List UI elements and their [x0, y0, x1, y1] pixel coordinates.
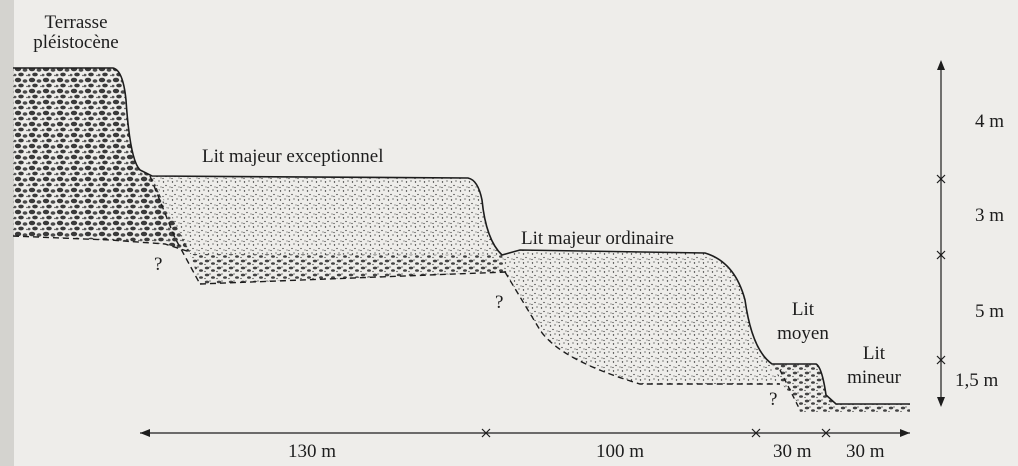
uncertain-marker-3: ? [769, 389, 778, 410]
uncertain-marker-2: ? [495, 292, 504, 313]
surface-profile-line [13, 67, 910, 405]
minor-bed-deposit [798, 395, 910, 412]
label-minor-bed: Lit mineur [838, 344, 910, 388]
ordinary-bed-deposit [502, 250, 780, 384]
vscale-5m: 5 m [975, 301, 1005, 322]
gravel-base-dashed [199, 271, 507, 285]
label-middle-bed-line1: Lit [791, 299, 815, 320]
label-minor-bed-line2: mineur [847, 366, 901, 388]
margin-shadow [0, 0, 14, 466]
hscale-100m: 100 m [596, 441, 645, 462]
label-terrace: Terrasse pléistocène [33, 12, 119, 53]
hscale-130m: 130 m [288, 441, 337, 462]
exceptional-base-dashed [149, 175, 201, 285]
uncertain-marker-1: ? [154, 254, 163, 275]
terrace-wedge [138, 168, 178, 244]
middle-base-dashed [779, 369, 801, 411]
label-ordinary-bed: Lit majeur ordinaire [521, 228, 674, 249]
hscale-30m-b: 30 m [846, 441, 885, 462]
vscale-1-5m: 1,5 m [955, 370, 999, 391]
vscale-4m: 4 m [975, 111, 1005, 132]
gravel-layer [190, 254, 506, 284]
ordinary-base-dashed [504, 271, 780, 385]
exceptional-bed-deposit [152, 176, 502, 255]
middle-bed-deposit [772, 364, 826, 405]
horizontal-scale [140, 428, 910, 438]
terrace-base-dashed [12, 235, 191, 253]
hscale-30m-a: 30 m [773, 441, 812, 462]
vertical-scale [936, 60, 946, 407]
label-middle-bed-line2: moyen [777, 322, 829, 344]
terrace-deposit [13, 68, 190, 252]
label-minor-bed-line1: Lit [862, 343, 886, 364]
label-middle-bed: Lit moyen [773, 300, 833, 344]
label-exceptional-bed: Lit majeur exceptionnel [202, 146, 384, 167]
vscale-3m: 3 m [975, 205, 1005, 226]
